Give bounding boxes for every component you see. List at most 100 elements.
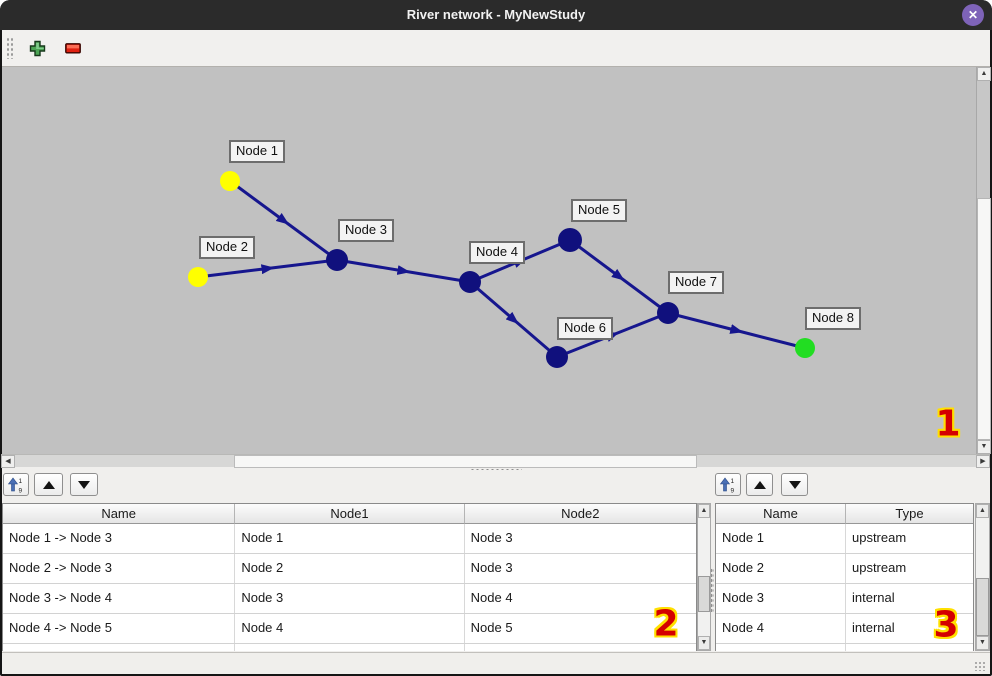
- reaches-move-up-button[interactable]: [34, 473, 63, 496]
- chevron-up-icon: ▲: [980, 70, 988, 77]
- svg-text:1: 1: [19, 478, 23, 485]
- scrollbar-thumb[interactable]: [234, 455, 697, 468]
- toolbar-drag-handle[interactable]: [6, 37, 13, 59]
- network-edge[interactable]: [569, 238, 669, 315]
- table-row[interactable]: Node 3 internal: [716, 584, 973, 614]
- network-node[interactable]: [795, 338, 815, 358]
- chevron-down-icon: ▼: [980, 443, 988, 450]
- network-node[interactable]: [326, 249, 348, 271]
- triangle-up-icon: [753, 480, 766, 489]
- column-header-name[interactable]: Name: [716, 504, 846, 524]
- table-cell[interactable]: upstream: [851, 530, 907, 545]
- resize-grip[interactable]: [974, 661, 986, 671]
- reaches-sort-button[interactable]: 1 9: [3, 473, 29, 496]
- table-cell[interactable]: internal: [851, 620, 895, 635]
- table-cell[interactable]: Node 5: [470, 620, 513, 635]
- node-label[interactable]: Node 7: [668, 271, 724, 294]
- scrollbar-thumb[interactable]: [977, 198, 991, 440]
- network-edge[interactable]: [197, 258, 338, 279]
- network-node[interactable]: [546, 346, 568, 368]
- table-cell[interactable]: Node 4: [235, 614, 465, 643]
- table-cell[interactable]: Node 1 -> Node 3: [3, 524, 236, 553]
- table-row: [716, 644, 973, 651]
- network-edge[interactable]: [667, 311, 806, 350]
- table-row[interactable]: Node 2 upstream: [716, 554, 973, 584]
- scroll-down-button[interactable]: ▼: [977, 440, 991, 454]
- remove-node-button[interactable]: [61, 36, 85, 60]
- table-cell[interactable]: Node 1: [235, 524, 465, 553]
- node-label[interactable]: Node 2: [199, 236, 255, 259]
- scroll-right-button[interactable]: ▶: [976, 455, 990, 468]
- network-edge[interactable]: [229, 179, 338, 262]
- scrollbar-thumb[interactable]: [976, 578, 989, 636]
- triangle-down-icon: [78, 480, 90, 489]
- network-node[interactable]: [558, 228, 582, 252]
- scroll-down-button[interactable]: ▼: [976, 636, 989, 650]
- nodes-sort-button[interactable]: 1 9: [715, 473, 741, 496]
- node-label[interactable]: Node 3: [338, 219, 394, 242]
- minus-icon: [65, 42, 81, 54]
- canvas-vertical-scrollbar[interactable]: ▲ ▼: [976, 67, 991, 454]
- table-cell[interactable]: Node 4: [716, 614, 846, 643]
- network-node[interactable]: [657, 302, 679, 324]
- network-edge[interactable]: [469, 280, 558, 359]
- network-edge[interactable]: [336, 258, 471, 284]
- triangle-down-icon: [788, 480, 801, 489]
- table-cell[interactable]: Node 4 -> Node 5: [3, 614, 236, 643]
- table-cell[interactable]: Node 3 -> Node 4: [3, 584, 236, 613]
- close-button[interactable]: ✕: [962, 4, 984, 26]
- scroll-up-button[interactable]: ▲: [976, 504, 989, 518]
- node-label[interactable]: Node 6: [557, 317, 613, 340]
- column-header-node1[interactable]: Node1: [235, 504, 465, 524]
- vertical-splitter-handle[interactable]: [710, 568, 714, 612]
- table-cell[interactable]: Node 3: [470, 530, 513, 545]
- node-label[interactable]: Node 5: [571, 199, 627, 222]
- table-cell[interactable]: Node 3: [470, 560, 513, 575]
- table-cell[interactable]: Node 4: [470, 590, 513, 605]
- table-cell[interactable]: Node 2: [716, 554, 846, 583]
- add-node-button[interactable]: [25, 36, 49, 60]
- scroll-left-button[interactable]: ◀: [1, 455, 15, 468]
- table-row[interactable]: Node 4 internal: [716, 614, 973, 644]
- table-cell[interactable]: Node 2 -> Node 3: [3, 554, 236, 583]
- title-bar: River network - MyNewStudy ✕: [0, 0, 992, 30]
- table-cell[interactable]: upstream: [851, 560, 907, 575]
- network-node[interactable]: [188, 267, 208, 287]
- table-cell[interactable]: internal: [851, 590, 895, 605]
- network-canvas[interactable]: Node 1 Node 2 Node 3 Node 4 Node 5 Node 6 Node…: [2, 67, 976, 454]
- scroll-up-button[interactable]: ▲: [698, 504, 710, 518]
- nodes-table-header: Name Type: [716, 504, 973, 524]
- svg-text:9: 9: [19, 487, 23, 494]
- reaches-move-down-button[interactable]: [70, 473, 98, 496]
- table-row: [3, 644, 696, 651]
- nodes-move-down-button[interactable]: [781, 473, 808, 496]
- node-label[interactable]: Node 4: [469, 241, 525, 264]
- scroll-down-button[interactable]: ▼: [698, 636, 710, 650]
- table-row[interactable]: Node 1 upstream: [716, 524, 973, 554]
- table-cell[interactable]: Node 1: [716, 524, 846, 553]
- nodes-move-up-button[interactable]: [746, 473, 773, 496]
- horizontal-splitter-handle[interactable]: [470, 468, 522, 472]
- table-cell[interactable]: Node 3: [716, 584, 846, 613]
- node-label[interactable]: Node 8: [805, 307, 861, 330]
- column-header-node2[interactable]: Node2: [464, 504, 696, 524]
- nodes-table-scrollbar[interactable]: ▲ ▼: [975, 503, 990, 651]
- canvas-horizontal-scrollbar[interactable]: ◀ ▶: [1, 454, 990, 468]
- node-label[interactable]: Node 1: [229, 140, 285, 163]
- network-node[interactable]: [459, 271, 481, 293]
- sort-1-9-icon: 1 9: [719, 477, 735, 494]
- reaches-table-scrollbar[interactable]: ▲ ▼: [697, 503, 711, 651]
- scrollbar-thumb[interactable]: [698, 576, 710, 612]
- column-header-name[interactable]: Name: [3, 504, 236, 524]
- scroll-up-button[interactable]: ▲: [977, 67, 991, 81]
- table-cell[interactable]: Node 3: [235, 584, 465, 613]
- table-cell[interactable]: Node 2: [235, 554, 465, 583]
- column-header-type[interactable]: Type: [846, 504, 973, 524]
- network-node[interactable]: [220, 171, 240, 191]
